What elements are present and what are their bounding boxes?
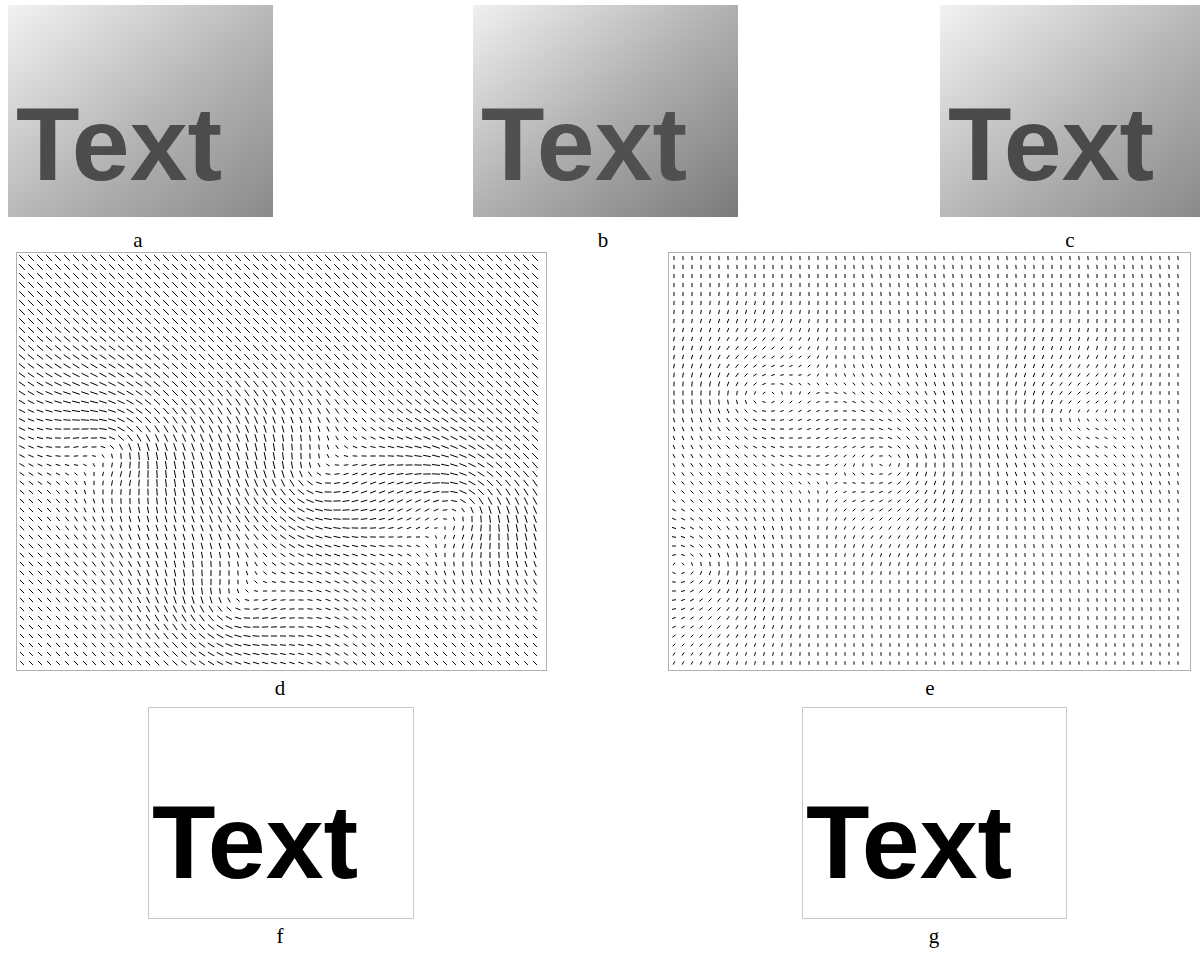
flow-vector [423,465,431,466]
flow-vector [56,456,61,457]
flow-vector [130,453,131,460]
flow-vector [443,510,448,511]
flow-vector [130,462,131,469]
flow-vector [94,490,95,495]
flow-vector [229,561,230,567]
flow-vector [202,561,203,567]
flow-vector [81,420,89,421]
flow-vector [425,537,428,538]
flow-vector [139,480,140,487]
flow-vector [342,510,349,511]
flow-vector [148,498,149,505]
flow-vector [388,465,394,466]
flow-vector [73,438,79,439]
flow-vector [292,453,293,460]
flow-vector [103,481,104,486]
field-frame [17,253,547,671]
flow-vector [397,456,404,457]
flow-vector [508,533,509,540]
flow-vector [292,444,293,451]
flow-vector [499,524,500,532]
flow-vector [82,438,88,439]
flow-vector [139,471,140,478]
flow-vector [157,488,158,495]
flow-vector [463,553,464,558]
flow-vector [333,519,340,520]
flow-vector [481,516,482,523]
flow-vector [436,544,437,548]
flow-vector [326,474,331,475]
flow-vector [63,420,70,421]
flow-vector [445,544,446,548]
flow-vector [442,501,448,502]
flow-vector [361,537,367,538]
flow-vector [343,528,350,529]
flow-vector [481,525,482,532]
flow-vector [508,543,509,550]
flow-vector [472,552,473,557]
flow-vector [344,465,349,466]
